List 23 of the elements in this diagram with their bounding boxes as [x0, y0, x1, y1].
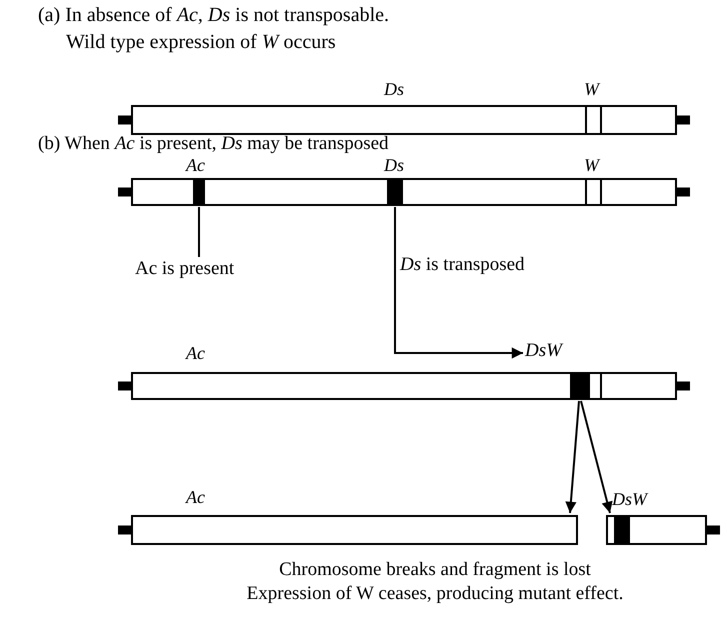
gene-label: Ac	[186, 488, 205, 508]
gene-band	[193, 178, 205, 206]
edge-label: Ds is transposed	[400, 255, 525, 276]
gene-label: Ac	[186, 344, 205, 364]
heading: (a) In absence of Ac, Ds is not transposable.	[38, 4, 390, 26]
gene-band	[387, 178, 403, 206]
heading: (b) When Ac is present, Ds may be transposed	[38, 134, 389, 155]
gene-label: W	[584, 80, 599, 100]
arrow	[394, 207, 523, 359]
caption: Expression of W ceases, producing mutant effect.	[246, 584, 624, 605]
gene-text: DsW	[525, 340, 595, 366]
arrow	[565, 400, 580, 514]
gene-label: DsW	[612, 490, 647, 510]
gene-label: Ac	[186, 156, 205, 176]
leader-line	[198, 207, 200, 257]
gene-band	[570, 372, 588, 400]
caption: Chromosome breaks and fragment is lost	[279, 560, 591, 581]
gene-label: Ds	[384, 156, 404, 176]
gene-label: Ds	[384, 80, 404, 100]
gene-label: W	[584, 156, 599, 176]
gene-text: Ac is present	[135, 258, 265, 282]
heading: Wild type expression of W occurs	[66, 31, 336, 53]
arrow	[580, 400, 613, 514]
